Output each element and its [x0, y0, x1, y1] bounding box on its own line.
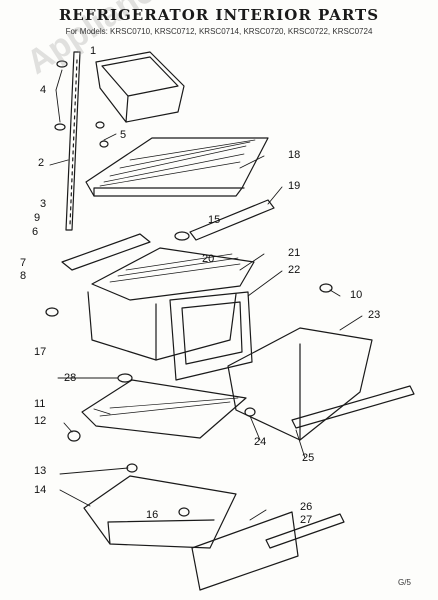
part-meat-pan-front [291, 385, 415, 429]
callout-4: 4 [40, 84, 47, 96]
callout-6: 6 [32, 226, 39, 238]
part-bottom-crisper [83, 475, 237, 549]
part-wire-shelf [85, 137, 269, 197]
callout-10: 10 [350, 289, 363, 301]
part-rod [189, 199, 275, 241]
callout-28: 28 [64, 372, 77, 384]
callout-12: 12 [34, 415, 47, 427]
callout-24: 24 [254, 436, 267, 448]
part-meat-pan [227, 327, 373, 441]
callout-1: 1 [90, 45, 97, 57]
callout-21: 21 [288, 247, 301, 259]
part-small-components [45, 231, 333, 517]
part-crisper-pan [87, 291, 237, 361]
leader-lines [49, 69, 363, 521]
callout-19: 19 [288, 180, 301, 192]
callout-7: 7 [20, 257, 27, 269]
callout-8: 8 [20, 270, 27, 282]
part-bin-top [95, 51, 185, 123]
callout-18: 18 [288, 149, 301, 161]
callout-9: 9 [34, 212, 41, 224]
page-title: REFRIGERATOR INTERIOR PARTS [58, 6, 380, 24]
callout-3: 3 [40, 198, 47, 210]
callout-15: 15 [208, 214, 221, 226]
callout-2: 2 [38, 157, 45, 169]
callout-20: 20 [202, 253, 215, 265]
part-clips [54, 60, 109, 148]
callout-11: 11 [34, 398, 46, 410]
callout-26: 26 [300, 501, 313, 513]
part-lower-shelf [81, 379, 247, 439]
callout-22: 22 [288, 264, 301, 276]
part-bottom-trim [191, 511, 345, 591]
part-front-trim [61, 233, 151, 271]
model-list: For Models: KRSC0710, KRSC0712, KRSC0714… [65, 27, 373, 36]
callout-16: 16 [146, 509, 159, 521]
callout-23: 23 [368, 309, 381, 321]
callout-14: 14 [34, 484, 47, 496]
part-crisper-cover [91, 247, 255, 301]
callout-5: 5 [120, 129, 127, 141]
callout-17: 17 [34, 346, 47, 358]
part-crisper-front [169, 291, 253, 381]
callout-25: 25 [302, 452, 315, 464]
callout-27: 27 [300, 514, 313, 526]
part-shelf-rail [65, 51, 81, 231]
callout-13: 13 [34, 465, 47, 477]
corner-note: G/5 [398, 578, 411, 587]
